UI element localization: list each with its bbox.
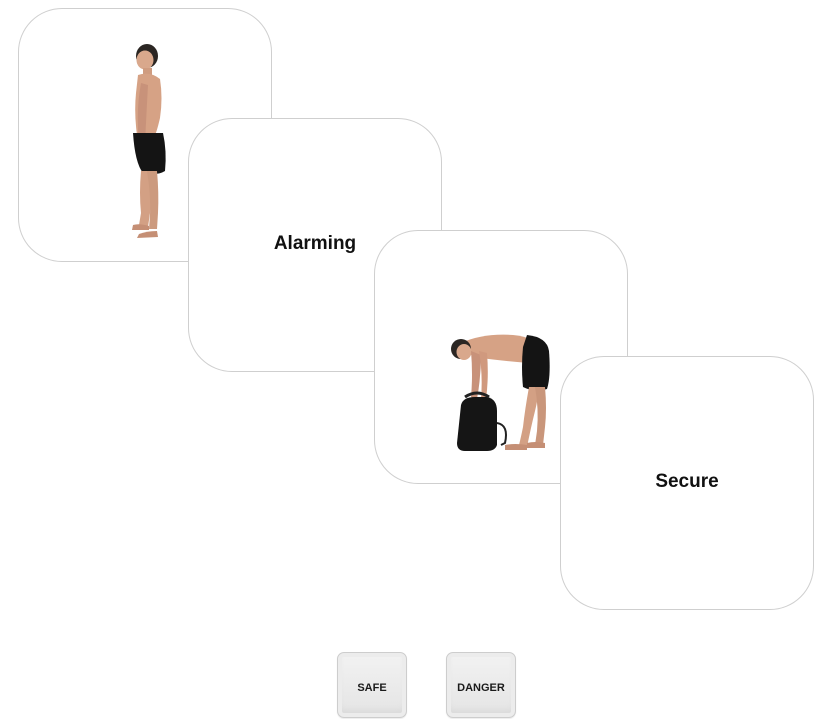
- standing-man-image: [117, 43, 187, 243]
- danger-key-label: DANGER: [457, 682, 505, 694]
- danger-key[interactable]: DANGER: [446, 652, 516, 718]
- safe-key-label: SAFE: [357, 682, 386, 694]
- stimulus-word: Secure: [655, 471, 718, 493]
- stimulus-word: Alarming: [274, 233, 356, 255]
- stimulus-card-word-secure: Secure: [560, 356, 814, 610]
- safe-key[interactable]: SAFE: [337, 652, 407, 718]
- man-lifting-backpack-image: [443, 327, 553, 457]
